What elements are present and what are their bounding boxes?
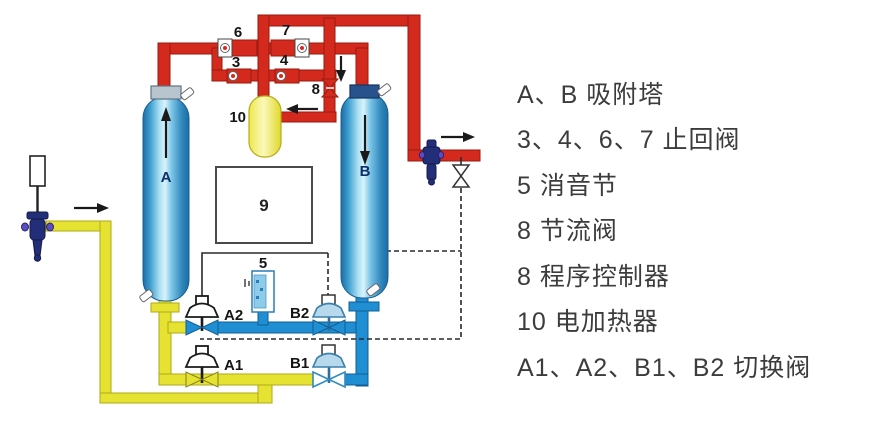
adsorption-tower-b (340, 83, 392, 299)
legend-line-check-valves: 3、4、6、7 止回阀 (517, 126, 741, 155)
label-valve-6: 6 (234, 24, 242, 41)
switch-valve-a1 (184, 345, 220, 388)
throttle-valve (320, 78, 340, 98)
check-valve-4 (274, 68, 300, 84)
purge-valve (451, 164, 471, 188)
inlet-arrow (74, 203, 109, 213)
label-valve-a1: A1 (224, 357, 243, 374)
switch-valve-a2 (184, 295, 220, 336)
label-valve-7: 7 (282, 22, 290, 39)
inlet-valve (21, 155, 54, 262)
throttle-flow-arrow (336, 56, 346, 82)
label-valve-a2: A2 (224, 307, 243, 324)
legend-panel: A、B 吸附塔 3、4、6、7 止回阀 5 消音节 8 节流阀 8 程序控制器 … (517, 70, 811, 389)
label-throttle: 8 (312, 81, 320, 98)
label-silencer: 5 (259, 255, 267, 272)
legend-line-switch-valves: A1、A2、B1、B2 切换阀 (517, 353, 812, 382)
control-lines (200, 157, 462, 340)
label-tower-b: B (360, 163, 371, 180)
label-valve-b1: B1 (290, 355, 309, 372)
check-valve-6 (217, 38, 258, 58)
label-valve-b2: B2 (290, 305, 309, 322)
legend-line-heater: 10 电加热器 (517, 308, 659, 337)
electric-heater (248, 95, 282, 158)
legend-line-throttle: 8 节流阀 (517, 217, 618, 246)
label-valve-4: 4 (280, 52, 289, 69)
dryer-flow-diagram: 6 7 3 4 8 10 9 5 A B A2 B2 A1 B1 (21, 14, 481, 404)
label-tower-a: A (161, 169, 172, 186)
yellow-piping (45, 220, 316, 404)
switch-valve-b2 (311, 294, 347, 336)
heater-flow-arrow (286, 104, 318, 114)
program-controller-box (215, 166, 313, 244)
check-valve-7 (270, 38, 310, 58)
outlet-valve (418, 139, 445, 186)
legend-line-silencer: 5 消音节 (517, 171, 618, 200)
legend-line-controller: 8 程序控制器 (517, 262, 670, 291)
adsorption-tower-a (139, 85, 195, 303)
label-heater: 10 (229, 109, 246, 126)
check-valve-3 (226, 68, 252, 84)
outlet-arrow (441, 132, 475, 142)
label-controller: 9 (259, 196, 268, 215)
red-piping (157, 14, 481, 162)
legend-line-towers: A、B 吸附塔 (517, 80, 665, 109)
switch-valve-b1 (311, 344, 347, 389)
silencer (244, 270, 275, 313)
label-valve-3: 3 (232, 54, 240, 71)
